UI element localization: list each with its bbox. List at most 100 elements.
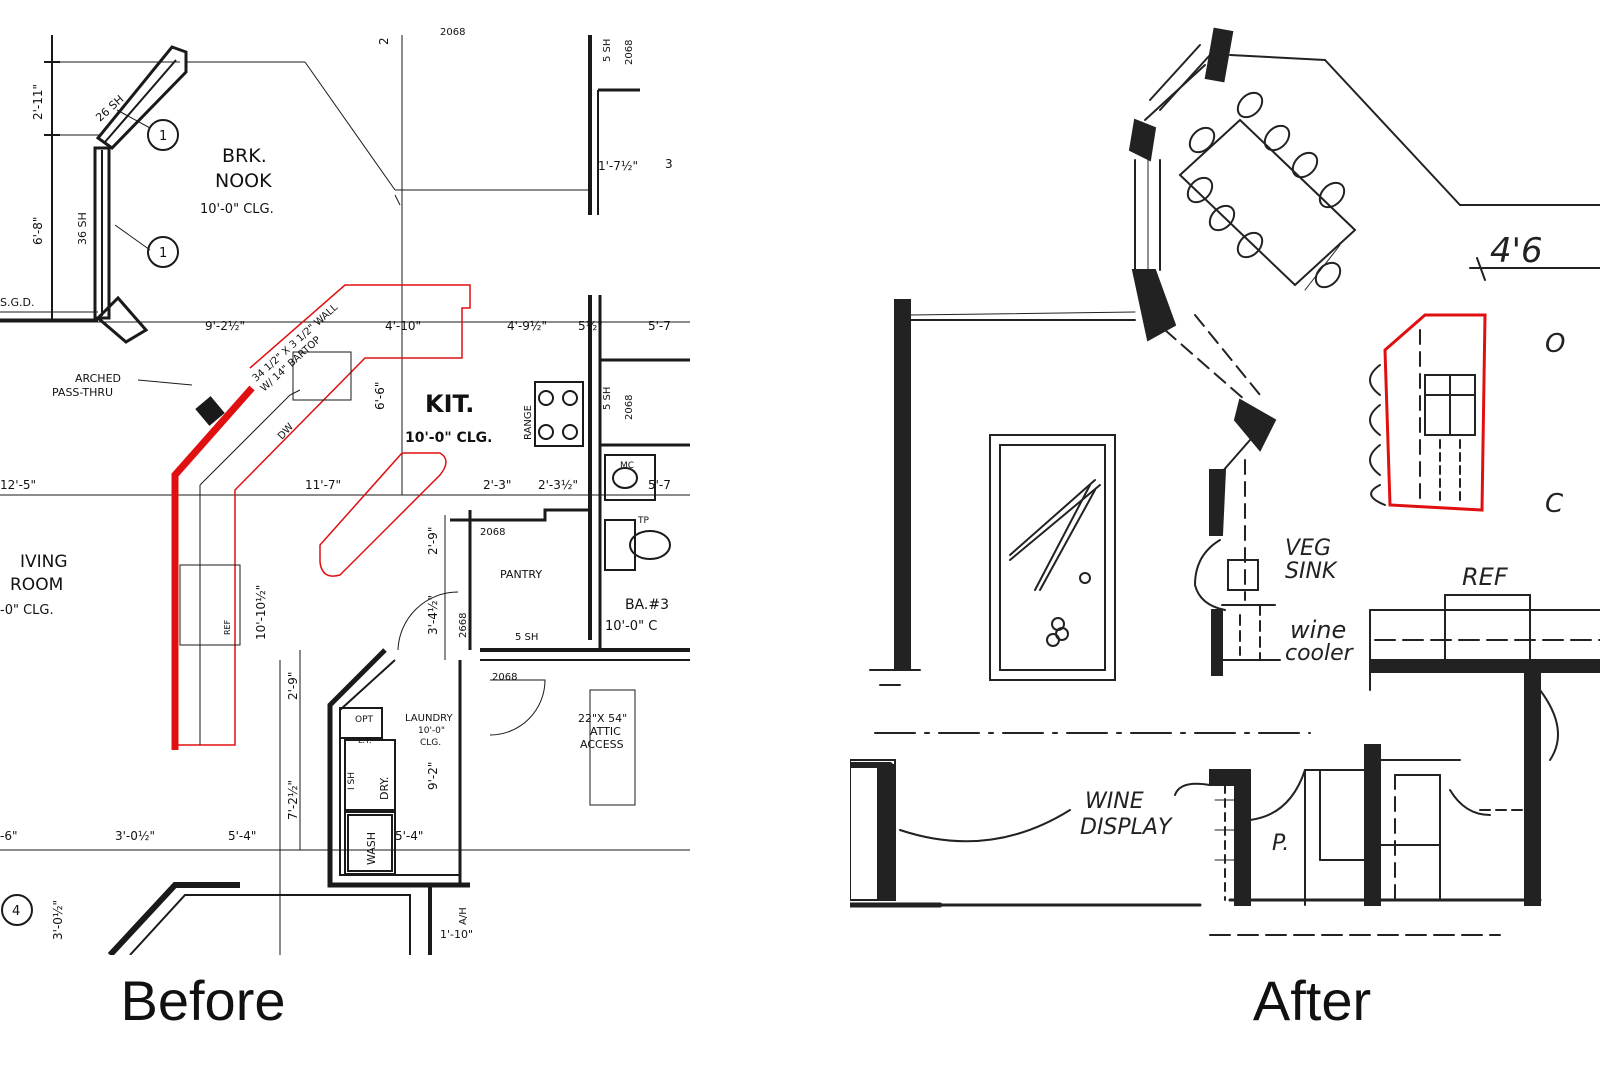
- mc-label: MC: [620, 461, 634, 471]
- window-36sh: 36 SH: [76, 212, 89, 245]
- kitchen-ceiling: 10'-0" CLG.: [405, 430, 493, 446]
- dim-6-8: 6'-8": [31, 217, 45, 245]
- lt-label: L.T.: [358, 736, 371, 745]
- laundry-ceiling: 10'-0": [418, 726, 445, 736]
- dim-5-4: 5'-4": [228, 829, 256, 843]
- refrigerator: [179, 564, 241, 646]
- door-2068-c: 2068: [480, 527, 505, 538]
- door-2068-b: 2068: [624, 395, 635, 420]
- veg-sink-label-2: SINK: [1285, 559, 1338, 584]
- wine-cooler: [1211, 604, 1281, 676]
- range-label: RANGE: [523, 405, 534, 440]
- dim-1-7: 1'-7½": [598, 159, 638, 173]
- wine-display-label-2: DISPLAY: [1080, 815, 1173, 840]
- edge-label-c: C: [1545, 489, 1564, 519]
- pantry-label: PANTRY: [500, 568, 542, 581]
- wine-display: [1209, 769, 1251, 906]
- ish-label: I SH: [347, 772, 357, 790]
- dim-5-7b: 5'-7: [648, 478, 671, 492]
- dim-4-10: 4'-10": [385, 319, 421, 333]
- tag-1b: 1: [159, 246, 167, 261]
- removed-wall-highlight: [171, 385, 255, 750]
- washer-label: WASH: [365, 832, 378, 865]
- living-ceiling: -0" CLG.: [0, 603, 54, 618]
- dim-3-0b: 3'-0½": [51, 900, 65, 940]
- dining-table: [1178, 91, 1357, 291]
- dim-9-2: 9'-2½": [205, 319, 245, 333]
- window-tag: [147, 236, 179, 268]
- island-outline: [319, 452, 447, 577]
- laundry-label: LAUNDRY: [405, 713, 453, 724]
- toilet: [604, 519, 671, 571]
- kitchen-label: KIT.: [425, 390, 474, 418]
- edge-label-o: O: [1545, 329, 1565, 359]
- dim-2-9: 2'-9": [426, 527, 440, 555]
- bartop-note-1: 34 1/2" X 3 1/2" WALL: [251, 302, 341, 384]
- bath-sink: [604, 454, 656, 501]
- nook-ceiling: 10'-0" CLG.: [200, 202, 274, 217]
- arched-note-2: PASS-THRU: [52, 386, 113, 399]
- attic-access: [589, 689, 636, 806]
- dim-5-4b: 5'-4": [395, 829, 423, 843]
- wine-display-label-1: WINE: [1085, 789, 1144, 814]
- bay-window: [93, 45, 188, 344]
- kitchen-sink: [292, 351, 352, 401]
- dim-5: 5½": [578, 319, 603, 333]
- dim-11-7: 11'-7": [305, 478, 341, 492]
- range-appliance: [534, 381, 584, 447]
- island: [1369, 313, 1487, 512]
- dim-12-5: 12'-5": [0, 478, 36, 492]
- before-plan-drawing: BRK. NOOK 10'-0" CLG. KIT. 10'-0" CLG. I…: [0, 27, 690, 955]
- nook-label-2: NOOK: [215, 170, 272, 192]
- window-tag: [147, 119, 179, 151]
- door-2068-a: 2068: [624, 40, 635, 65]
- dim-2-9b: 2'-9": [286, 672, 300, 700]
- dw-label: DW: [276, 421, 296, 442]
- wine-cooler-label-2: cooler: [1285, 641, 1355, 666]
- tag-1: 1: [159, 129, 167, 144]
- before-floor-plan: BRK. NOOK 10'-0" CLG. KIT. 10'-0" CLG. I…: [0, 0, 690, 955]
- wine-cooler-label-1: wine: [1290, 616, 1346, 644]
- dim-6: -6": [0, 829, 17, 843]
- window-5sh: 5 SH: [602, 39, 613, 62]
- ah-label: A/H: [458, 907, 469, 925]
- dim-2-3b: 2'-3½": [538, 478, 578, 492]
- veg-sink: [1193, 459, 1259, 611]
- counter-outline: [175, 284, 471, 746]
- arched-note-1: ARCHED: [75, 372, 121, 385]
- laundry-clg: CLG.: [420, 738, 441, 748]
- window-5sh-3: 5 SH: [515, 632, 538, 643]
- tag-4: 4: [12, 904, 20, 919]
- door-2068-d: 2068: [492, 672, 517, 683]
- living-label-1: IVING: [20, 552, 68, 572]
- sgd-note: S.G.D.: [0, 296, 34, 309]
- after-sketch-plan: 4'6 VEG SINK wine cooler REF WINE DISPLA…: [850, 0, 1600, 955]
- opt-label: OPT: [355, 715, 374, 725]
- attic-label-3: ACCESS: [580, 738, 624, 751]
- dim-5-7: 5'-7: [648, 319, 671, 333]
- refrigerator-label: REF: [1462, 563, 1509, 591]
- dim-2-11: 2'-11": [31, 84, 45, 120]
- ref-label: REF: [223, 619, 232, 635]
- dim-2: 2: [377, 37, 391, 45]
- attic-label-1: 22"X 54": [578, 712, 627, 725]
- dim-7-2: 7'-2½": [286, 780, 300, 820]
- after-plan-drawing: 4'6 VEG SINK wine cooler REF WINE DISPLA…: [850, 27, 1600, 936]
- dim-2-3: 2'-3": [483, 478, 511, 492]
- bay-window: [1128, 27, 1234, 342]
- dim-10-10: 10'-10½": [254, 585, 268, 640]
- door-2068-e: 2068: [440, 27, 465, 38]
- before-caption: Before: [120, 969, 286, 1032]
- dim-1-10: 1'-10": [440, 928, 473, 941]
- window-tag: [1, 894, 33, 926]
- dim-3-4: 3'-4½": [426, 595, 440, 635]
- bath-ceiling: 10'-0" C: [605, 619, 657, 634]
- dim-9-2b: 9'-2": [426, 762, 440, 790]
- dryer-label: DRY.: [378, 777, 391, 800]
- wall: [894, 299, 911, 671]
- dim-3: 3: [665, 157, 673, 171]
- dim-6-6: 6'-6": [373, 382, 387, 410]
- after-caption: After: [1252, 969, 1372, 1032]
- pass-thru-column: [195, 396, 225, 426]
- nook-label-1: BRK.: [222, 145, 267, 167]
